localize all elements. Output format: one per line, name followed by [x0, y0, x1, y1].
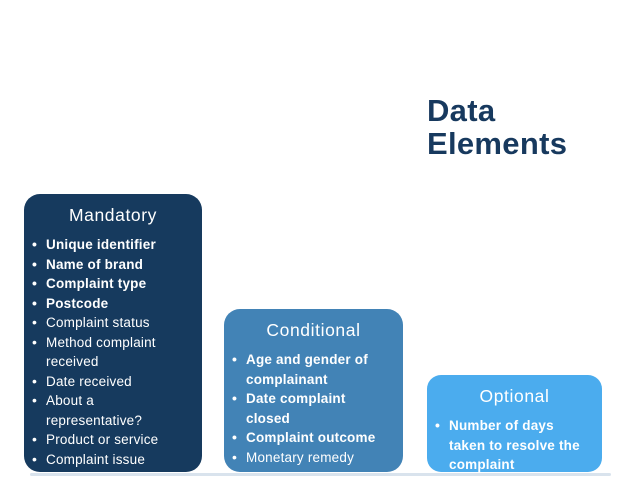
conditional-box: Conditional • Age and gender of complain…: [224, 309, 403, 472]
list-item: • About a representative?: [24, 391, 192, 430]
list-item-text: Number of days taken to resolve the comp…: [449, 418, 580, 472]
mandatory-item-list: • Unique identifier • Name of brand • Co…: [24, 235, 202, 469]
conditional-item-list: • Age and gender of complainant • Date c…: [224, 350, 403, 467]
page-title: Data Elements: [427, 94, 567, 160]
bullet-icon: •: [32, 392, 38, 408]
mandatory-box-title: Mandatory: [68, 205, 158, 225]
bullet-icon: •: [32, 236, 38, 252]
bullet-icon: •: [232, 390, 238, 406]
optional-box-title: Optional: [479, 386, 550, 406]
list-item: • Complaint status: [24, 313, 192, 333]
bullet-icon: •: [232, 448, 238, 465]
list-item: • Complaint type: [24, 274, 192, 294]
optional-item-list: • Number of days taken to resolve the co…: [427, 416, 602, 475]
list-item: • Complaint outcome: [224, 428, 393, 448]
bullet-icon: •: [32, 333, 38, 350]
list-item-text: Complaint issue: [46, 451, 146, 467]
list-item-text: Method complaint received: [46, 334, 156, 370]
list-item-text: Name of brand: [46, 256, 144, 272]
list-item-text: Product or service: [46, 432, 159, 447]
list-item: • Monetary remedy: [224, 448, 393, 468]
bullet-icon: •: [435, 417, 441, 433]
list-item-text: Age and gender of complainant: [246, 352, 368, 387]
list-item: • Date received: [24, 372, 192, 392]
list-item-text: Unique identifier: [46, 237, 156, 252]
list-item: • Unique identifier: [24, 235, 192, 255]
list-item: • Method complaint received: [24, 333, 192, 372]
bullet-icon: •: [32, 450, 38, 467]
bullet-icon: •: [232, 351, 238, 367]
list-item-text: Monetary remedy: [246, 449, 355, 465]
list-item: • Product or service: [24, 430, 192, 450]
list-item: • Date complaint closed: [224, 389, 393, 428]
bullet-icon: •: [32, 314, 38, 330]
list-item-text: Complaint status: [46, 315, 150, 330]
page-title-line1: Data: [427, 93, 496, 128]
bullet-icon: •: [32, 275, 38, 291]
bullet-icon: •: [232, 429, 238, 445]
bullet-icon: •: [32, 372, 38, 389]
list-item-text: Date complaint closed: [246, 391, 346, 426]
bottom-shadow-line: [30, 473, 611, 476]
list-item: • Name of brand: [24, 255, 192, 275]
list-item: • Number of days taken to resolve the co…: [427, 416, 592, 475]
bullet-icon: •: [32, 294, 38, 311]
list-item-text: Postcode: [46, 295, 109, 311]
list-item: • Age and gender of complainant: [224, 350, 393, 389]
conditional-box-title: Conditional: [266, 320, 361, 340]
optional-box: Optional • Number of days taken to resol…: [427, 375, 602, 472]
bullet-icon: •: [32, 255, 38, 272]
list-item: • Postcode: [24, 294, 192, 314]
list-item-text: About a representative?: [46, 393, 143, 428]
mandatory-box: Mandatory • Unique identifier • Name of …: [24, 194, 202, 472]
list-item-text: Date received: [46, 373, 132, 389]
bullet-icon: •: [32, 431, 38, 447]
list-item: • Complaint issue: [24, 450, 192, 470]
list-item-text: Complaint outcome: [246, 430, 376, 445]
page-title-line2: Elements: [427, 126, 568, 161]
list-item-text: Complaint type: [46, 276, 147, 291]
